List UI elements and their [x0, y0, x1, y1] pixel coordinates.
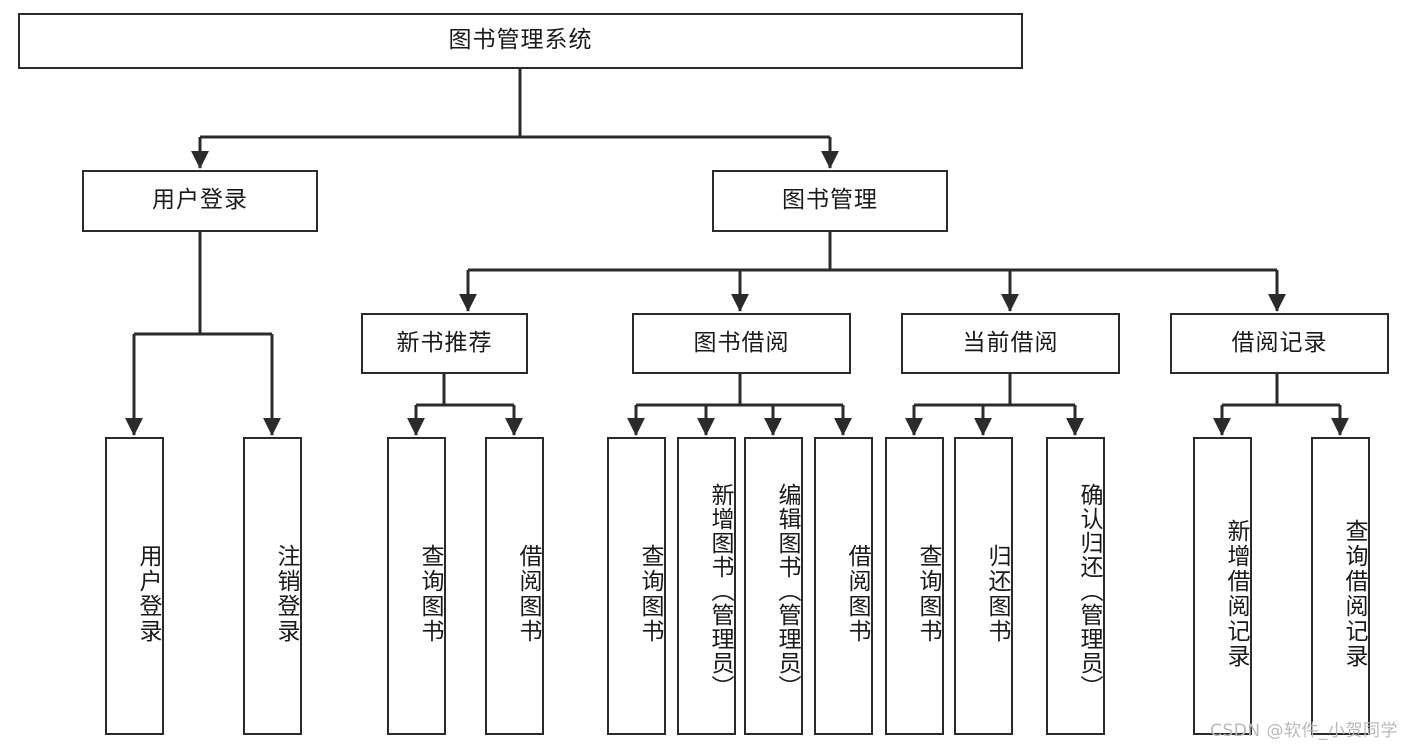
node-leaf-logout[interactable]: 注销登录	[243, 437, 302, 735]
node-leaf-add-borrow-record[interactable]: 新增借阅记录	[1193, 437, 1252, 735]
node-book-manage-label: 图书管理	[782, 187, 878, 214]
node-leaf-borrow-book[interactable]: 借阅图书	[814, 437, 873, 735]
node-root[interactable]: 图书管理系统	[18, 13, 1023, 69]
node-leaf-query-book-cur[interactable]: 查询图书	[885, 437, 944, 735]
node-root-label: 图书管理系统	[448, 27, 593, 54]
watermark: CSDN @软件_小贺同学	[1210, 721, 1398, 741]
node-leaf-query-book[interactable]: 查询图书	[607, 437, 666, 735]
node-leaf-query-borrow-record[interactable]: 查询借阅记录	[1311, 437, 1370, 735]
node-user-login[interactable]: 用户登录	[82, 170, 318, 232]
node-leaf-user-login[interactable]: 用户登录	[105, 437, 164, 735]
node-current-borrow-label: 当前借阅	[962, 329, 1059, 356]
node-new-book-recommend[interactable]: 新书推荐	[361, 313, 528, 374]
node-leaf-query-book-rec[interactable]: 查询图书	[387, 437, 446, 735]
node-current-borrow[interactable]: 当前借阅	[901, 313, 1120, 374]
node-leaf-add-book-admin[interactable]: 新增图书（管理员）	[677, 437, 736, 735]
node-borrow-record-label: 借阅记录	[1231, 329, 1328, 356]
node-leaf-confirm-return-admin[interactable]: 确认归还（管理员）	[1046, 437, 1105, 735]
node-book-manage[interactable]: 图书管理	[712, 170, 948, 232]
node-leaf-edit-book-admin[interactable]: 编辑图书（管理员）	[744, 437, 803, 735]
node-leaf-return-book[interactable]: 归还图书	[954, 437, 1013, 735]
node-user-login-label: 用户登录	[152, 187, 248, 214]
node-new-book-recommend-label: 新书推荐	[396, 329, 493, 356]
node-book-borrow-label: 图书借阅	[693, 329, 790, 356]
node-leaf-borrow-book-rec[interactable]: 借阅图书	[485, 437, 544, 735]
node-borrow-record[interactable]: 借阅记录	[1170, 313, 1389, 374]
node-book-borrow[interactable]: 图书借阅	[632, 313, 851, 374]
